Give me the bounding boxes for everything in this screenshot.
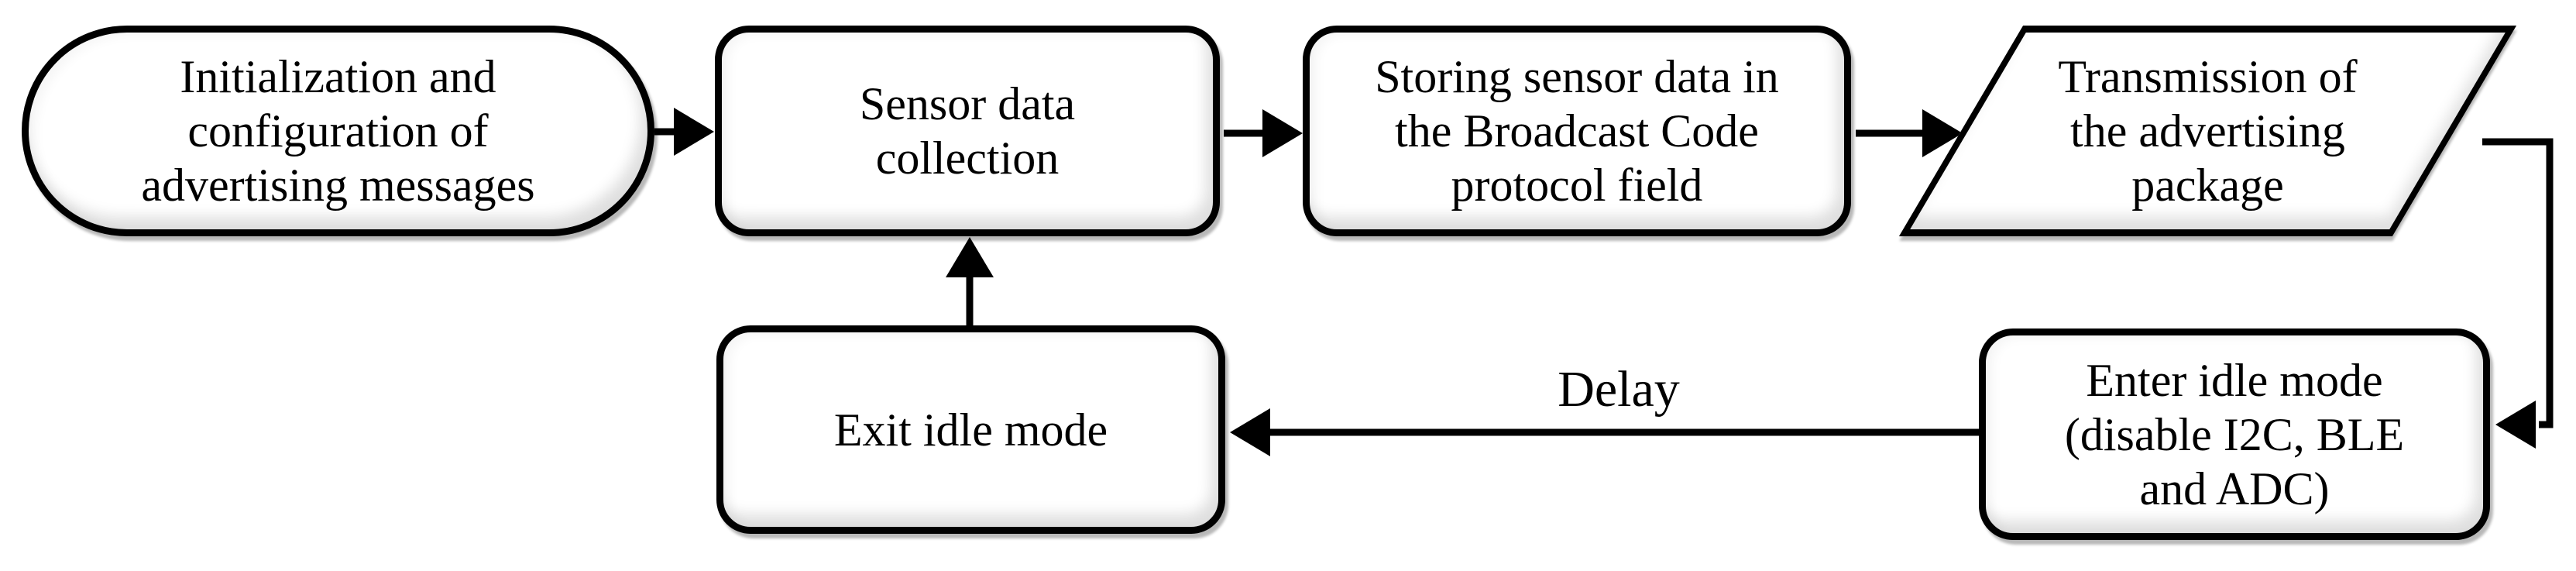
node-transmission: Transmission of the advertising package (1898, 26, 2517, 236)
node-label-line: (disable I2C, BLE (2064, 408, 2405, 460)
node-label: Enter idle mode (disable I2C, BLE and AD… (2065, 353, 2404, 516)
node-storing-sensor-data: Storing sensor data in the Broadcast Cod… (1303, 26, 1851, 236)
edge-label-delay: Delay (1558, 361, 1680, 418)
node-initialization: Initialization and configuration of adve… (22, 26, 654, 236)
arrow-storing-to-transmission (1856, 109, 1963, 157)
node-label: Initialization and configuration of adve… (141, 50, 534, 212)
node-label-line: Sensor data (859, 78, 1076, 129)
node-label-line: Transmission of (2058, 51, 2358, 102)
node-label-line: package (2131, 160, 2284, 211)
node-label-line: Exit idle mode (833, 404, 1108, 456)
node-label: Transmission of the advertising package (2058, 50, 2357, 212)
arrow-exit-idle-to-collection (946, 237, 994, 325)
node-label-line: collection (875, 132, 1060, 184)
node-label-line: the advertising (2070, 105, 2345, 157)
node-exit-idle-mode: Exit idle mode (716, 325, 1225, 534)
arrow-collection-to-storing (1224, 109, 1303, 157)
node-label: Exit idle mode (834, 403, 1108, 457)
node-label-line: protocol field (1451, 160, 1703, 211)
node-label-line: Enter idle mode (2086, 354, 2383, 406)
node-label-line: and ADC) (2139, 463, 2330, 514)
node-label: Storing sensor data in the Broadcast Cod… (1375, 50, 1779, 212)
node-label-line: Initialization and (180, 51, 496, 102)
arrow-init-to-collection (654, 108, 714, 156)
node-label-line: the Broadcast Code (1395, 105, 1759, 157)
node-label-line: advertising messages (141, 160, 535, 211)
arrow-enter-idle-to-exit-idle (1230, 408, 1979, 456)
arrow-transmission-to-enter-idle (2482, 138, 2554, 449)
node-enter-idle-mode: Enter idle mode (disable I2C, BLE and AD… (1979, 328, 2490, 540)
node-label-line: Storing sensor data in (1375, 51, 1779, 102)
node-label: Sensor data collection (860, 77, 1075, 185)
node-sensor-data-collection: Sensor data collection (715, 26, 1220, 236)
node-label-line: configuration of (187, 105, 489, 157)
